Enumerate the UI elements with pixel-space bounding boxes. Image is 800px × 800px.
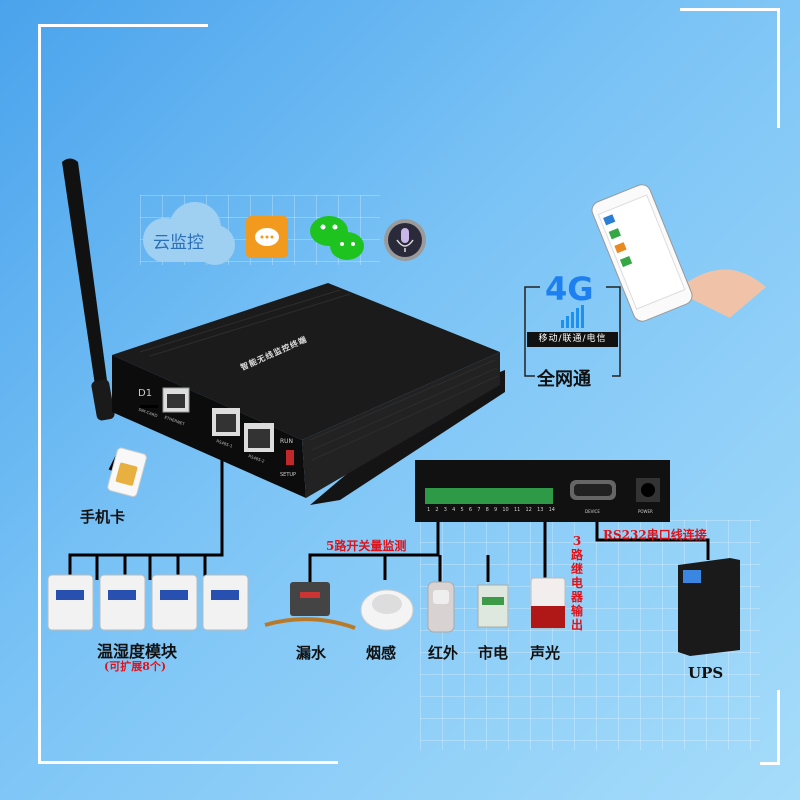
sim-card: [107, 447, 147, 498]
terminal-number: 14: [548, 507, 555, 513]
frame-line: [38, 24, 41, 764]
temp-module-label: 温湿度模块: [97, 642, 178, 661]
microphone-icon: [384, 219, 426, 261]
terminal-number: 9: [494, 507, 498, 513]
mains-power-sensor: [477, 584, 509, 628]
frame-line: [38, 761, 338, 764]
ups-device: [678, 558, 740, 656]
relay-output-label: 3路继电器输出: [570, 534, 583, 632]
sensor-label-smoke: 烟感: [366, 644, 397, 662]
frame-line: [38, 24, 208, 27]
terminal-number: 5: [460, 507, 464, 513]
expansion-box: [415, 460, 670, 522]
cloud-icon: [143, 202, 235, 265]
strobe-siren: [530, 577, 566, 629]
frame-line: [777, 690, 780, 765]
main-device: [112, 283, 505, 505]
sensor-label-mains: 市电: [478, 644, 509, 662]
terminal-number: 3: [443, 507, 447, 513]
terminal-number: 10: [502, 507, 509, 513]
terminal-number: 7: [477, 507, 481, 513]
network-caption: 全网通: [537, 369, 591, 390]
sensor-label-water-leak: 漏水: [296, 644, 327, 662]
switch-monitor-label: 5路开关量监测: [326, 539, 407, 553]
cloud-monitor-label: 云监控: [153, 233, 204, 253]
signal-bars-icon: [561, 305, 584, 328]
rs232-label: RS232串口线连接: [603, 528, 707, 542]
run-label: RUN: [280, 438, 294, 445]
frame-line: [760, 762, 780, 765]
terminal-number: 2: [435, 507, 439, 513]
network-box: [524, 286, 621, 377]
infrared-sensor: [427, 581, 455, 633]
message-icon: [246, 216, 288, 258]
terminal-number: 4: [452, 507, 456, 513]
expand-label: (可扩展8个): [104, 660, 167, 673]
sim-card-label: 手机卡: [80, 508, 126, 526]
terminal-number: 11: [513, 507, 521, 513]
carriers-label: 移动/联通/电信: [527, 332, 618, 347]
frame-line: [680, 8, 780, 11]
ups-label: UPS: [688, 664, 724, 682]
4g-badge: 4G: [545, 270, 594, 308]
terminal-number: 12: [525, 507, 532, 513]
terminal-number: 13: [537, 507, 544, 513]
terminal-number: 6: [468, 507, 473, 513]
setup-label: SETUP: [280, 472, 297, 478]
slot-label: D1: [138, 388, 153, 399]
smartphone: [591, 184, 766, 322]
terminal-number: 1: [427, 507, 431, 513]
water-leak-sensor: [264, 582, 356, 630]
smoke-detector: [360, 589, 414, 631]
temperature-modules: [47, 574, 249, 631]
frame-line: [777, 8, 780, 128]
antenna: [62, 158, 115, 421]
terminal-number: 8: [485, 507, 489, 513]
sensor-label-infrared: 红外: [428, 644, 459, 662]
wechat-icon: [310, 216, 364, 260]
power-port-label: POWER: [638, 509, 653, 514]
device-port-label: DEVICE: [585, 509, 600, 514]
sensor-label-strobe: 声光: [530, 644, 561, 662]
